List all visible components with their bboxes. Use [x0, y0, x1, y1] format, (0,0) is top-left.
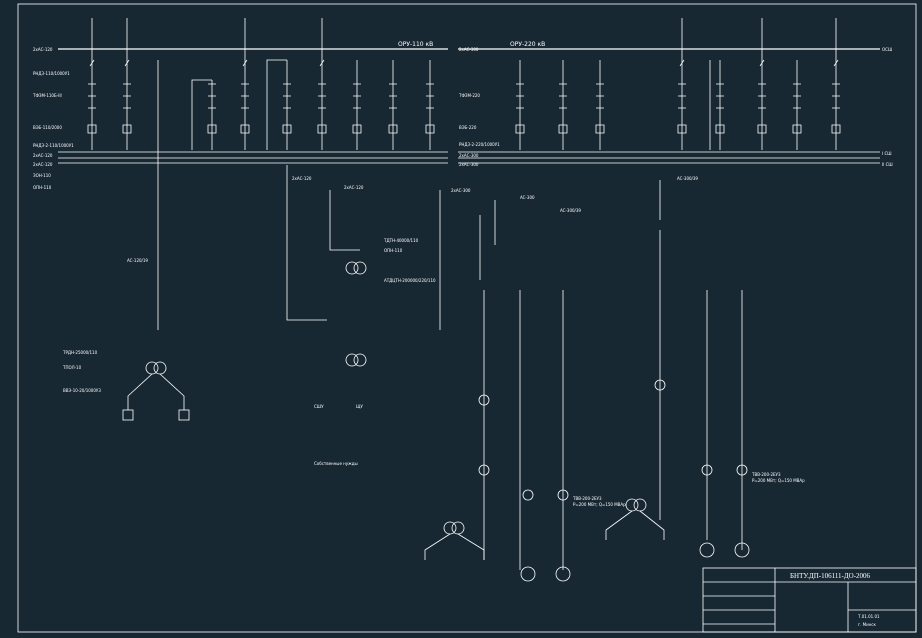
- label-isn: I СШ: [882, 151, 892, 156]
- label-ac-mid-1: 2xAC-120: [292, 176, 312, 181]
- transformer-left: [122, 361, 190, 421]
- label-left-3: ТФЗМ-110Б-III: [32, 93, 62, 98]
- label-right-2: ТФЗМ-220: [458, 93, 480, 98]
- label-right-4: РНДЗ-2-220/1000У1: [459, 142, 500, 147]
- label-iisn: II СШ: [882, 162, 893, 167]
- label-left-9: ОПН-110: [33, 185, 52, 190]
- bus-220-label: ОРУ-220 кВ: [510, 41, 545, 48]
- autotransformer-center: [345, 261, 367, 367]
- stamp-code: БНТУ.ДП-106111-ДО-2006: [790, 572, 871, 580]
- label-ac-mid-3: 2xAC-300: [451, 188, 471, 193]
- stamp-sheet: Т.01.01.01: [857, 614, 880, 619]
- label-right-3: ВЭБ-220: [459, 125, 477, 130]
- bays-110: [87, 18, 435, 150]
- label-ac-left: AC-120/19: [127, 258, 148, 263]
- label-ac-right: AC-300/39: [560, 208, 581, 213]
- generator-block-right: [605, 230, 750, 558]
- generator-block-left: [424, 290, 571, 582]
- label-left-5: РНДЗ-2-110/1000У1: [33, 143, 74, 148]
- label-right-6: 2xAC-300: [459, 162, 479, 167]
- label-left-4: ВЭБ-110/2000: [33, 125, 62, 130]
- label-osh: ОСШ: [882, 47, 892, 52]
- label-right-1: 2xAC-300: [459, 47, 479, 52]
- label-tr-center-3: АТДЦТН-200000/220/110: [384, 278, 436, 283]
- bus-110-label: ОРУ-110 кВ: [398, 41, 433, 48]
- label-tr-center-1: ТДТН-40000/110: [383, 238, 419, 243]
- label-left-1: 2xAC-120: [33, 47, 53, 52]
- bays-220: [515, 18, 841, 150]
- label-right-5: 2xAC-300: [459, 153, 479, 158]
- label-own-needs: Собственные нужды: [314, 461, 358, 466]
- label-gen-right-note: Р=200 МВт; Q=150 МВАр: [752, 478, 805, 483]
- label-left-6: 2xAC-120: [33, 153, 53, 158]
- label-gen-left: ТВВ-200-2ЕУ3: [572, 496, 602, 501]
- feeder-lines: [157, 60, 711, 330]
- label-left-8: ЗОН-110: [33, 173, 51, 178]
- label-ac-mid-2: 2xAC-120: [344, 185, 364, 190]
- label-gen-left-note: Р=200 МВт; Q=150 МВАр: [573, 502, 626, 507]
- label-left-7: 2xAC-120: [33, 162, 53, 167]
- label-ac-far-right: AC-300/39: [677, 176, 698, 181]
- label-left-2: РНДЗ-110/1000У1: [33, 71, 70, 76]
- label-ac-mid-4: AC-300: [520, 195, 535, 200]
- title-block: [702, 567, 917, 633]
- label-tr-left-2: ТПОЛ-10: [62, 365, 82, 370]
- label-tr-left-1: ТРДН-25000/110: [62, 350, 98, 355]
- label-gen-right: ТВВ-200-2ЕУ3: [751, 472, 781, 477]
- label-ssh: СШУ: [314, 404, 324, 409]
- label-tr-center-2: ОПН-110: [384, 248, 403, 253]
- label-shu: ЩУ: [356, 404, 363, 409]
- drawing-frame: [17, 3, 917, 633]
- stamp-org: г. Минск: [858, 622, 877, 627]
- label-tr-left-3: ВВЭ-10-20/1000У3: [63, 388, 101, 393]
